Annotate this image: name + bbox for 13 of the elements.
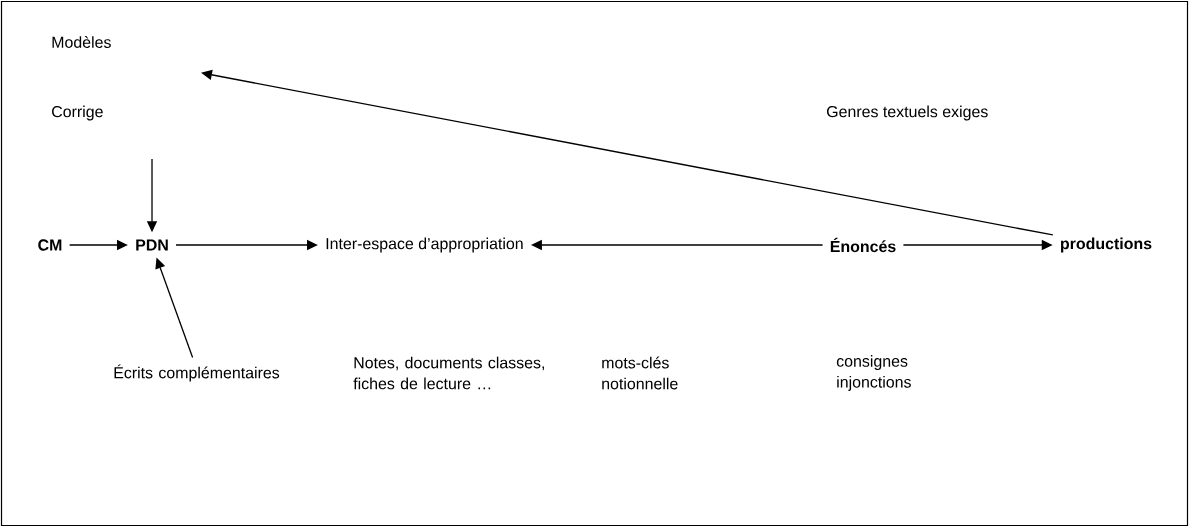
label-text: Notes, documents classes, fiches de lecture … xyxy=(353,356,544,390)
arrow xyxy=(201,69,1054,236)
label-text: Écrits complémentaires xyxy=(114,364,280,382)
label-text: consignes injonctions xyxy=(836,355,911,391)
label-text: productions xyxy=(1061,237,1152,253)
label-text: PDN xyxy=(136,239,168,251)
label-text: CM xyxy=(38,239,62,251)
label-text: Corrige xyxy=(52,105,103,121)
label-text: Genres textuels exiges xyxy=(827,105,988,121)
label-text: mots-clés notionnelle xyxy=(602,356,678,390)
label-text: Inter-espace d’appropriation xyxy=(326,237,523,253)
label-text: Modèles xyxy=(52,36,111,48)
label-text: Énoncés xyxy=(830,237,896,253)
